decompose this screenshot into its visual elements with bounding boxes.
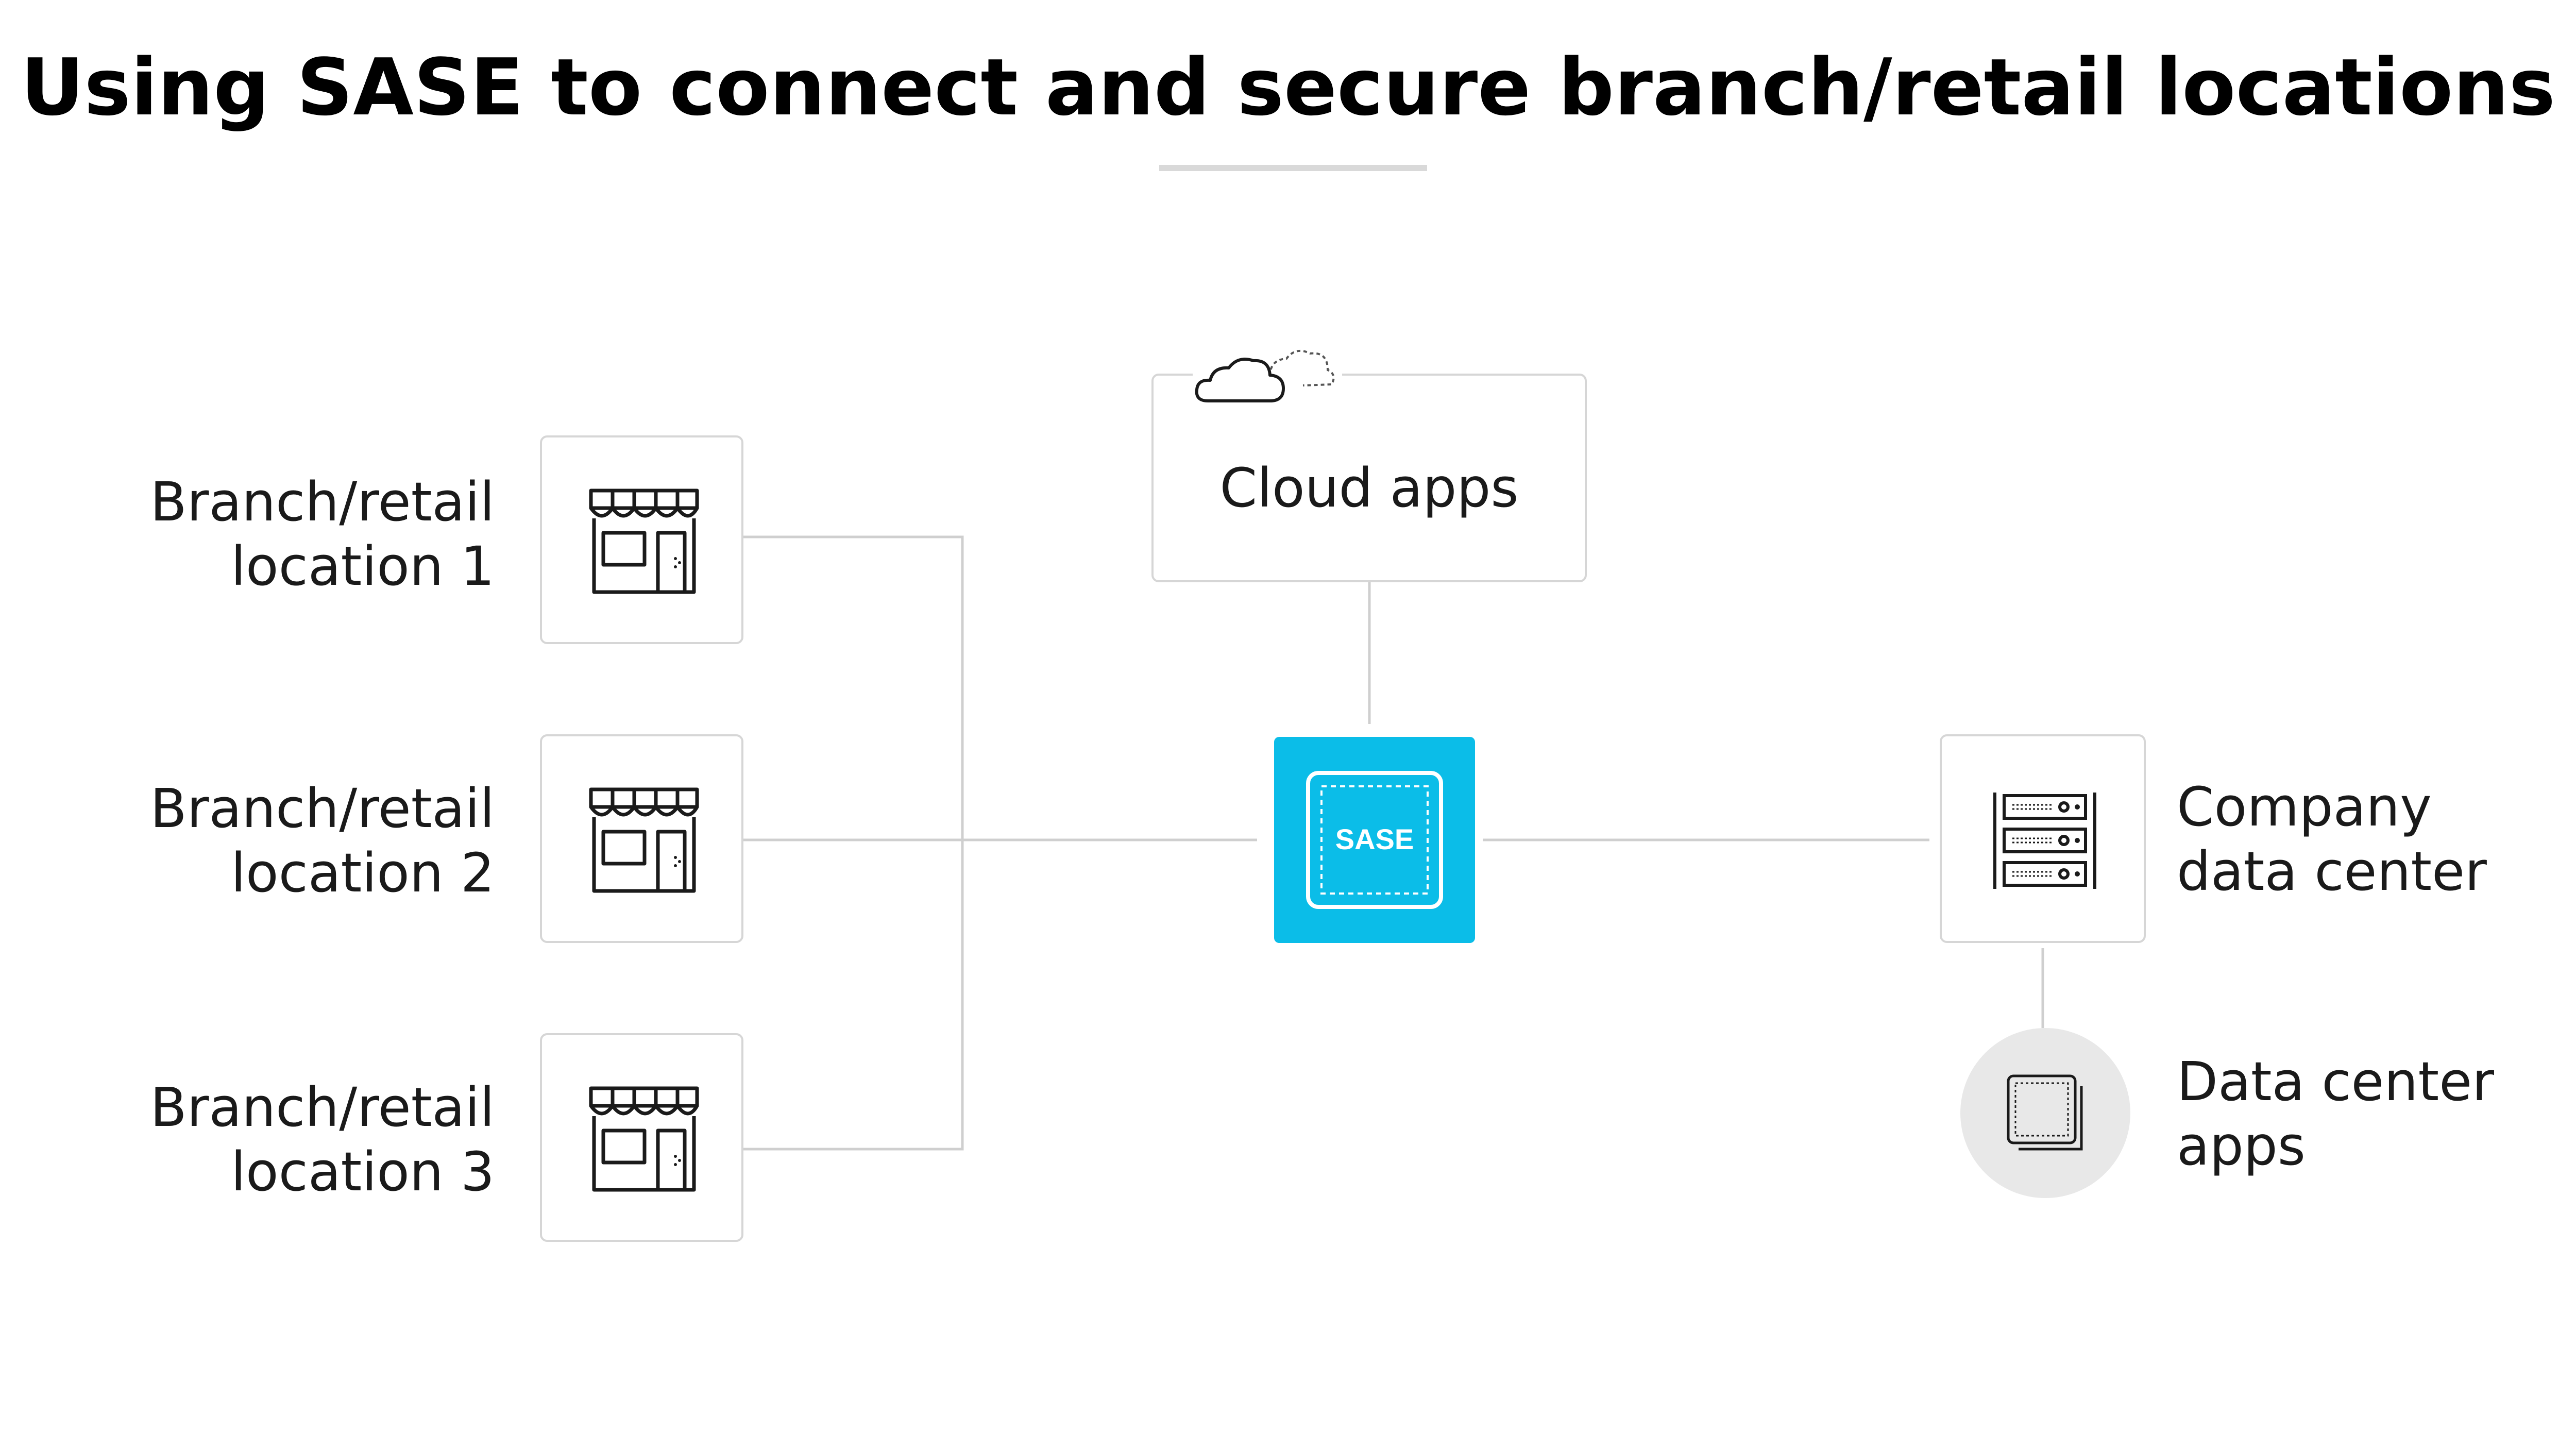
cloud-apps-card [1151,374,1587,582]
storefront-icon [589,1086,699,1192]
branch-3-label: Branch/retail location 3 [103,1075,495,1204]
branch-3-label-line1: Branch/retail [150,1076,495,1139]
branch-1-label: Branch/retail location 1 [103,470,495,599]
branch-1-label-line2: location 1 [231,535,495,598]
connector-branch-1 [743,535,964,1151]
branch-3-label-line2: location 3 [231,1140,495,1203]
sase-hub-label: SASE [1335,823,1414,855]
sase-chip-icon: SASE [1306,771,1443,909]
data-center-apps-node [1960,1028,2130,1198]
branch-2-card [540,734,743,943]
sase-hub: SASE [1274,737,1475,943]
data-center-label-line1: Company [2177,776,2432,838]
app-stack-icon [2007,1074,2083,1151]
branch-2-label: Branch/retail location 2 [103,777,495,905]
branch-2-label-line2: location 2 [231,841,495,904]
cloud-apps-label: Cloud apps [1219,457,1519,519]
branch-1-label-line1: Branch/retail [150,470,495,533]
branch-1-card [540,435,743,644]
data-center-apps-label-line1: Data center [2177,1050,2494,1113]
server-rack-icon [1993,793,2096,889]
branch-2-label-line1: Branch/retail [150,777,495,840]
diagram-title: Using SASE to connect and secure branch/… [20,42,2556,133]
data-center-label-line2: data center [2177,840,2487,903]
data-center-apps-label-line2: apps [2177,1115,2306,1177]
storefront-icon [589,488,699,594]
data-center-label: Company data center [2177,775,2487,904]
data-center-card [1940,734,2146,943]
data-center-apps-label: Data center apps [2177,1050,2494,1178]
storefront-icon [589,787,699,893]
cloud-icon [1193,340,1342,412]
branch-3-card [540,1033,743,1242]
title-underline [1159,165,1427,171]
